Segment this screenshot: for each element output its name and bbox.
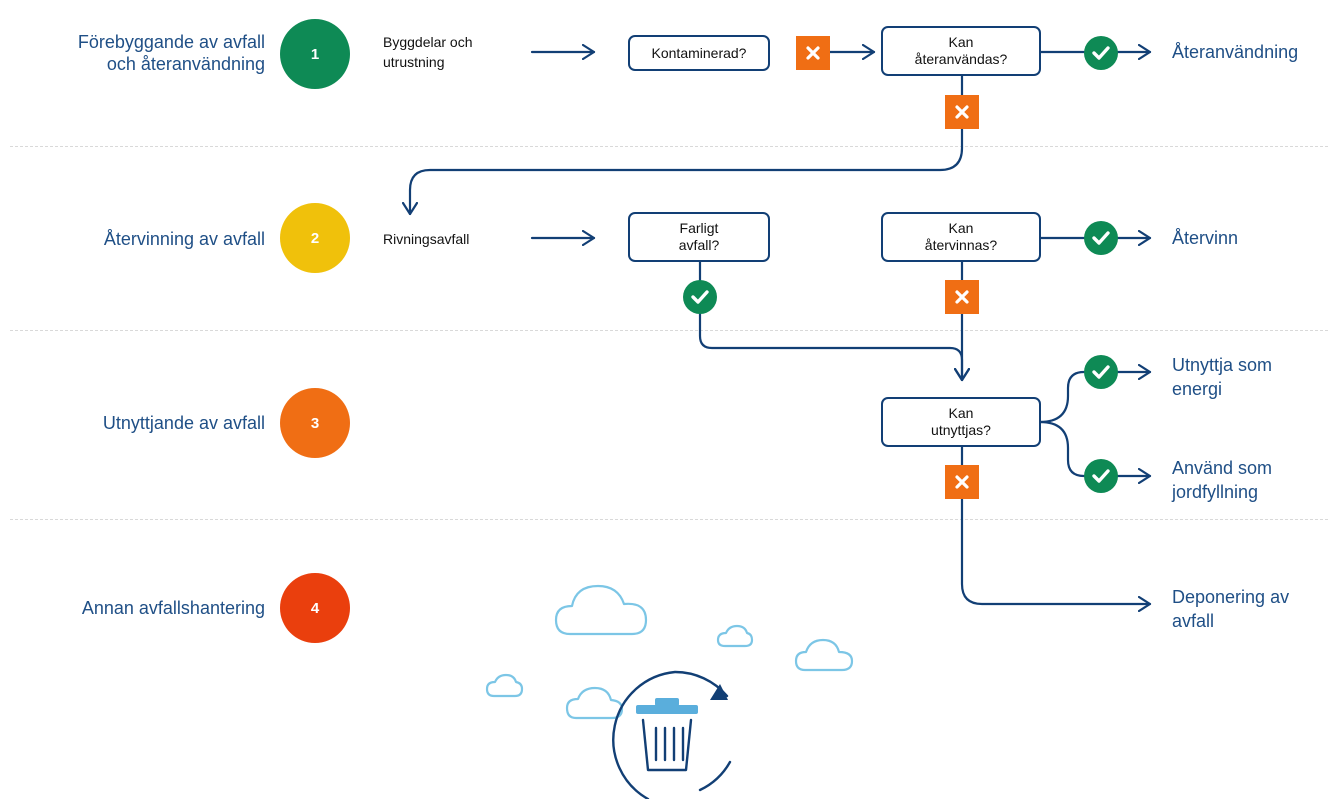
check-icon [1084, 36, 1118, 70]
decision-usable-line2: utnyttjas? [931, 422, 991, 438]
level-1-label: Förebyggande av avfall och återanvändnin… [10, 31, 265, 75]
decision-usable: Kan utnyttjas? [881, 397, 1041, 447]
decision-contaminated: Kontaminerad? [628, 35, 770, 71]
decision-hazardous-line2: avfall? [678, 237, 720, 253]
cloud-small-1 [716, 624, 754, 648]
outcome-landfill-filling: Använd som jordfyllning [1172, 456, 1272, 504]
level-2-label: Återvinning av avfall [103, 229, 265, 249]
level-2-badge: 2 [280, 203, 350, 273]
arrow-reuse-no-to-demolition [410, 126, 964, 216]
level-1-badge: 1 [280, 19, 350, 89]
outcome-deposit-line2: avfall [1172, 611, 1215, 631]
source-building-parts: Byggdelar och utrustning [383, 32, 473, 72]
check-icon [1084, 221, 1118, 255]
level-4-label: Annan avfallshantering [81, 598, 265, 618]
decision-reusable: Kan återanvändas? [881, 26, 1041, 76]
source-building-parts-line1: Byggdelar och [383, 34, 473, 50]
level-3-label: Utnyttjande av avfall [102, 413, 265, 433]
cloud-large [554, 584, 648, 636]
decision-hazardous: Farligt avfall? [628, 212, 770, 262]
check-icon [1084, 355, 1118, 389]
section-divider-1 [10, 146, 1328, 147]
cross-icon [945, 95, 979, 129]
decision-usable-line1: Kan [948, 405, 974, 421]
cloud-small-2 [485, 673, 524, 698]
level-1-label-line2: och återanvändning [106, 54, 265, 74]
outcome-energy: Utnyttja som energi [1172, 353, 1272, 401]
recycling-arrow-icon [612, 670, 732, 799]
outcome-fill-line1: Använd som [1172, 458, 1273, 478]
level-3-badge: 3 [280, 388, 350, 458]
cloud-medium [794, 638, 854, 672]
section-divider-2 [10, 330, 1328, 331]
outcome-energy-line2: energi [1172, 379, 1223, 399]
level-4-badge: 4 [280, 573, 350, 643]
source-demolition-waste: Rivningsavfall [383, 231, 470, 247]
outcome-recycle: Återvinn [1172, 228, 1239, 248]
decision-recyclable-line1: Kan [948, 220, 974, 236]
level-1-label-line1: Förebyggande av avfall [77, 32, 265, 52]
check-icon [683, 280, 717, 314]
cross-icon [945, 465, 979, 499]
source-building-parts-line2: utrustning [383, 54, 445, 70]
decision-hazardous-line1: Farligt [679, 220, 719, 236]
section-divider-3 [10, 519, 1328, 520]
line-usable-to-fill [1038, 420, 1086, 478]
outcome-fill-line2: jordfyllning [1172, 482, 1259, 502]
cross-icon [945, 280, 979, 314]
cloud-behind-bin [565, 686, 624, 720]
outcome-reuse: Återanvändning [1172, 42, 1299, 62]
outcome-energy-line1: Utnyttja som [1172, 355, 1273, 375]
cross-icon [796, 36, 830, 70]
decision-reusable-line1: Kan [948, 34, 974, 50]
outcome-deposit: Deponering av avfall [1172, 585, 1289, 633]
trash-bin-lid-icon [636, 698, 698, 714]
arrow-hazardous-yes-to-usable [698, 310, 962, 382]
arrow-to-landfill [960, 496, 1152, 604]
check-icon [1084, 459, 1118, 493]
decision-reusable-line2: återanvändas? [914, 51, 1008, 67]
decision-recyclable: Kan återvinnas? [881, 212, 1041, 262]
cloud-group [485, 584, 854, 720]
line-usable-to-energy [1038, 370, 1086, 424]
outcome-deposit-line1: Deponering av [1172, 587, 1290, 607]
decision-recyclable-line2: återvinnas? [924, 237, 998, 253]
trash-bin-icon [641, 718, 693, 772]
recycling-arrowhead-icon [710, 684, 728, 700]
